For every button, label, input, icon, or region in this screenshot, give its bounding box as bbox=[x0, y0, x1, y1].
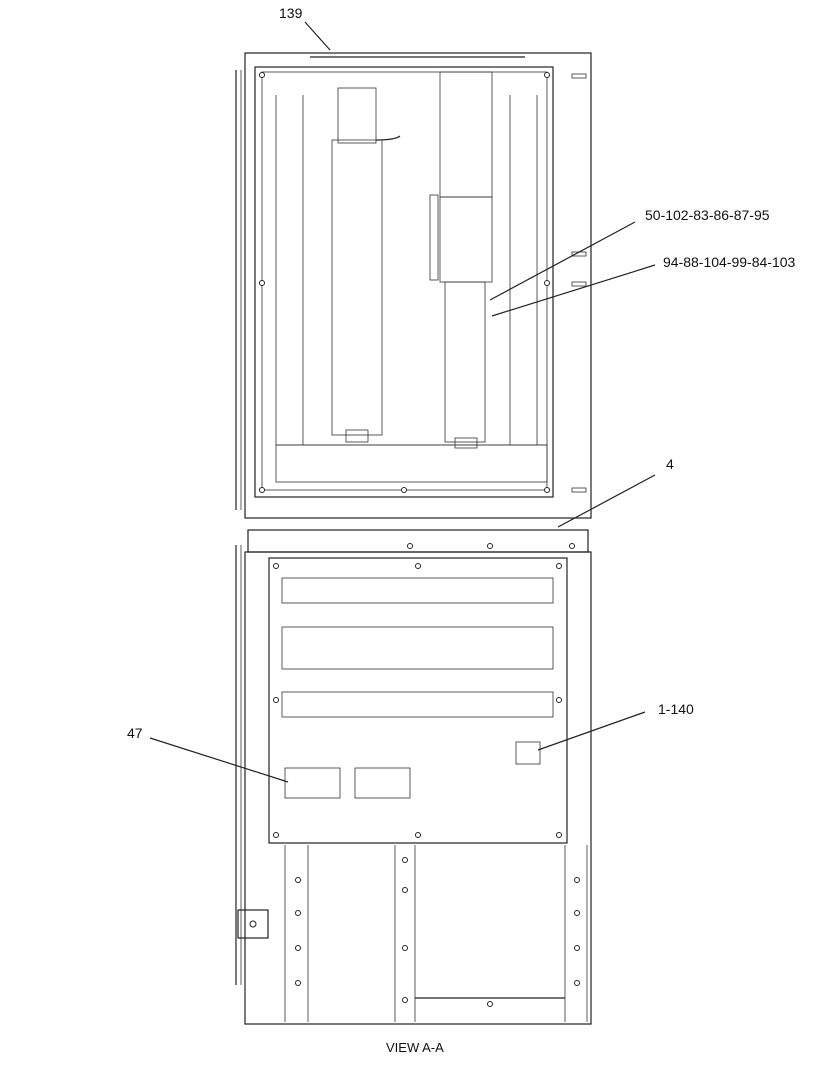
callout-47: 47 bbox=[127, 725, 143, 741]
callout-1-140: 1-140 bbox=[658, 701, 694, 717]
callout-139: 139 bbox=[279, 5, 303, 21]
callout-94-88: 94-88-104-99-84-103 bbox=[663, 254, 796, 270]
view-caption: VIEW A-A bbox=[386, 1040, 444, 1055]
callout-50-102: 50-102-83-86-87-95 bbox=[645, 207, 770, 223]
upper-cabinet bbox=[235, 52, 592, 519]
middle-rail bbox=[247, 529, 589, 553]
lower-cabinet bbox=[235, 545, 592, 1025]
leader-lines bbox=[149, 21, 656, 783]
callout-4: 4 bbox=[666, 456, 674, 472]
